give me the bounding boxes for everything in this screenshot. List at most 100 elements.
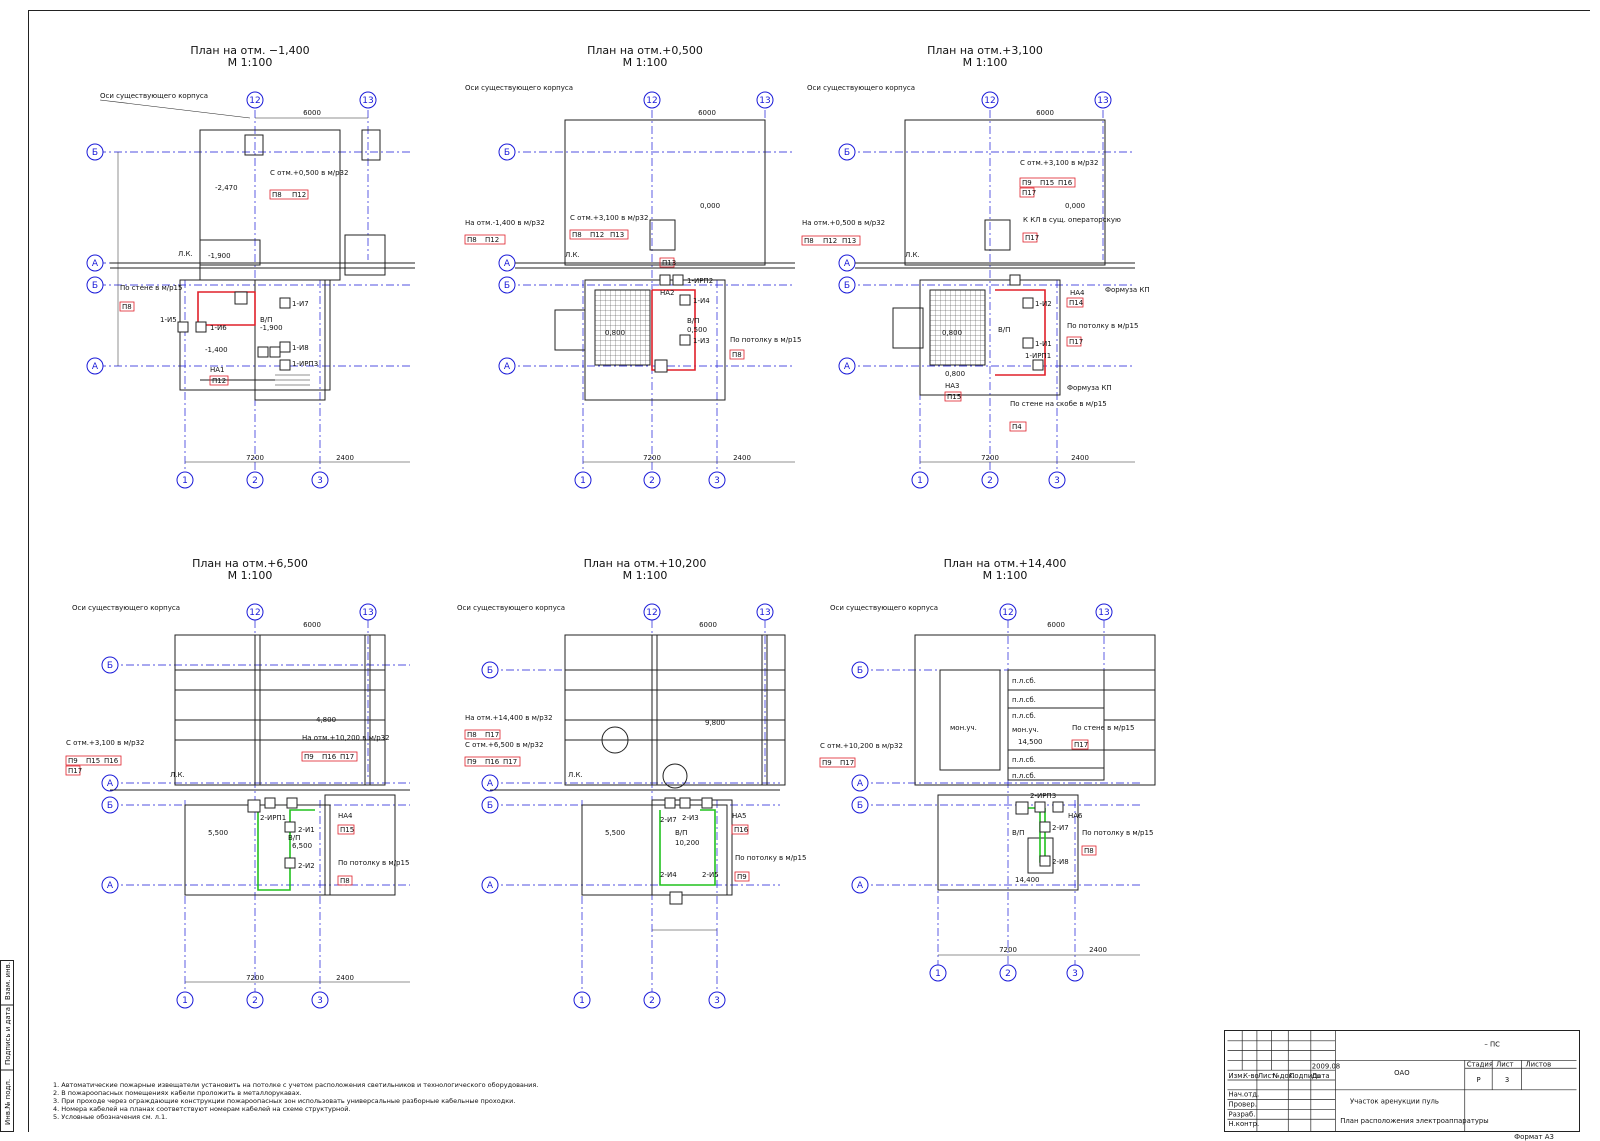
stamp-col: №док. xyxy=(1273,1072,1295,1080)
axis-label-b2: Б xyxy=(107,801,113,811)
cable-tag: П8 xyxy=(572,231,582,239)
axis-label-13: 13 xyxy=(362,96,373,106)
axis-label-3: 3 xyxy=(317,476,323,486)
room-label: п.л.сб. xyxy=(1012,696,1036,704)
dim-top: 6000 xyxy=(1036,109,1054,117)
axis-label-1: 1 xyxy=(579,996,585,1006)
level-mark: 10,200 xyxy=(675,839,700,847)
level-mark: 0,800 xyxy=(605,329,625,337)
cable-tag: П12 xyxy=(823,237,837,245)
cable-tag: П17 xyxy=(503,758,517,766)
axis-bubbles xyxy=(86,91,377,489)
axis-label-2: 2 xyxy=(987,476,993,486)
device-label: 2-И7 xyxy=(660,816,677,824)
level-mark: -2,470 xyxy=(215,184,238,192)
dim-bottom-2: 2400 xyxy=(336,454,354,462)
axis-label-2: 2 xyxy=(649,476,655,486)
general-notes: 1. Автоматические пожарные извещатели ус… xyxy=(53,1081,693,1121)
axis-label-13: 13 xyxy=(1098,608,1109,618)
device-label: В/П xyxy=(1012,829,1024,837)
stamp-col: Изм. xyxy=(1228,1072,1244,1080)
device-label: НА3 xyxy=(945,382,960,390)
cable-tag: П15 xyxy=(340,826,354,834)
existing-axes-label: Оси существующего корпуса xyxy=(830,604,938,612)
cable-tag: П13 xyxy=(842,237,856,245)
dim-bottom-2: 2400 xyxy=(336,974,354,982)
stamp-stage: Р xyxy=(1477,1076,1481,1084)
plan-4-drawing: 12 13 Б А Б А 1 2 3 6000 7200 2400 Оси с… xyxy=(65,603,410,1009)
level-mark: 9,800 xyxy=(705,719,725,727)
device-label: 1-ИРП1 xyxy=(1025,352,1051,360)
axis-label-2: 2 xyxy=(1005,969,1011,979)
device-label: 1-И1 xyxy=(1035,340,1052,348)
axis-label-1: 1 xyxy=(182,476,188,486)
cable-tag: П16 xyxy=(1058,179,1073,187)
cable-tag: П17 xyxy=(1022,189,1036,197)
existing-axes-label: Оси существующего корпуса xyxy=(100,92,208,100)
device-label: 1-И6 xyxy=(210,324,227,332)
cable-tag: П8 xyxy=(804,237,814,245)
device-label: 2-И5 xyxy=(702,871,719,879)
note-1: 1. Автоматические пожарные извещатели ус… xyxy=(53,1081,539,1089)
device-label: 2-И3 xyxy=(682,814,699,822)
cable-tag: П17 xyxy=(485,731,499,739)
device-label: 2-И2 xyxy=(298,862,315,870)
stair-mark: Л.К. xyxy=(178,250,193,258)
device-label: 1-И8 xyxy=(292,344,309,352)
room-label: мон.уч. xyxy=(1012,726,1039,734)
axis-label-2: 2 xyxy=(252,476,258,486)
axis-label-b: Б xyxy=(107,661,113,671)
cable-tag: П9 xyxy=(822,759,832,767)
cable-tag: П8 xyxy=(732,351,742,359)
level-mark: 0,000 xyxy=(700,202,720,210)
device-label: 2-И1 xyxy=(298,826,315,834)
side-label: Взам. инв. № xyxy=(4,960,12,1000)
level-mark: 14,400 xyxy=(1015,876,1040,884)
side-strip: Взам. инв. № Подпись и дата Инв.№ подл. xyxy=(0,960,14,1132)
device-label: В/П xyxy=(288,834,300,842)
cable-note: С отм.+3,100 в м/р32 xyxy=(570,214,648,222)
cable-note: На отм.+0,500 в м/р32 xyxy=(802,219,885,227)
axis-label-a: А xyxy=(857,779,864,789)
device-label: В/П xyxy=(675,829,687,837)
level-mark: 4,800 xyxy=(316,716,336,724)
side-label: Инв.№ подл. xyxy=(4,1079,12,1125)
stamp-org: ОАО xyxy=(1394,1069,1410,1077)
axis-label-a: А xyxy=(487,779,494,789)
stamp-role: Н.контр. xyxy=(1228,1120,1259,1128)
axis-label-3: 3 xyxy=(1072,969,1078,979)
existing-axes-label: Оси существующего корпуса xyxy=(465,84,573,92)
axis-label-1: 1 xyxy=(935,969,941,979)
cable-tag: П8 xyxy=(467,731,477,739)
axis-label-b2: Б xyxy=(504,281,510,291)
plan-6-drawing: 12 13 Б А Б А 1 2 3 6000 7200 2400 Оси с… xyxy=(819,603,1156,982)
axis-label-a: А xyxy=(504,259,511,269)
cable-note: По потолку в м/р15 xyxy=(338,859,409,867)
axis-label-b2: Б xyxy=(844,281,850,291)
cable-note: С отм.+3,100 в м/р32 xyxy=(66,739,144,747)
axis-label-13: 13 xyxy=(759,96,770,106)
note-4: 4. Номера кабелей на планах соответствую… xyxy=(53,1105,351,1113)
axis-label-a2: А xyxy=(487,881,494,891)
level-mark: -1,400 xyxy=(205,346,228,354)
axis-label-b: Б xyxy=(844,148,850,158)
stamp-project: Участок аренукции пуль xyxy=(1350,1098,1439,1106)
stair-mark: Л.К. xyxy=(568,771,583,779)
device-label: 2-И4 xyxy=(660,871,677,879)
cable-tag: П9 xyxy=(467,758,477,766)
cable-tag: П17 xyxy=(1025,234,1039,242)
axis-label-2: 2 xyxy=(252,996,258,1006)
cable-tag: П15 xyxy=(1040,179,1054,187)
axis-label-a2: А xyxy=(504,362,511,372)
device-label: В/П xyxy=(260,316,272,324)
cable-tag: П15 xyxy=(947,393,961,401)
dim-top: 6000 xyxy=(303,109,321,117)
stamp-col: К-во xyxy=(1243,1072,1259,1080)
axis-label-12: 12 xyxy=(249,608,260,618)
device-label: 2-ИРП1 xyxy=(260,814,286,822)
room-label: мон.уч. xyxy=(950,724,977,732)
axis-label-b: Б xyxy=(487,666,493,676)
axis-label-12: 12 xyxy=(249,96,260,106)
stamp-role: Провер. xyxy=(1228,1100,1257,1108)
